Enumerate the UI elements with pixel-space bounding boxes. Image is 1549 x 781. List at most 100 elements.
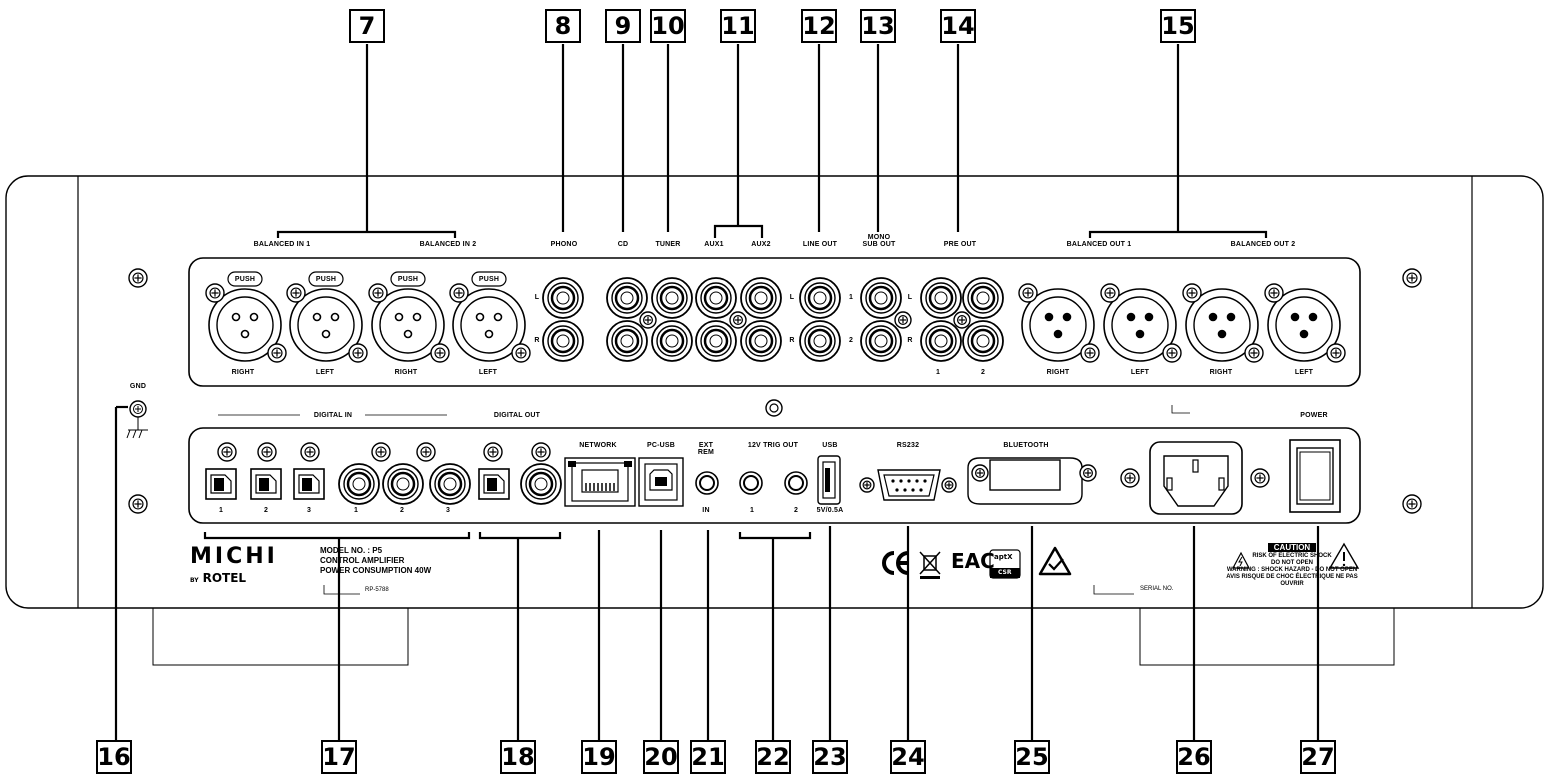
- label-balanced-in-2: BALANCED IN 2: [419, 241, 477, 248]
- xlr-in-2-right[interactable]: [368, 283, 450, 363]
- rca-channel-label: L: [907, 294, 913, 301]
- rca-aux2-top[interactable]: [740, 277, 782, 319]
- callout-8: 8: [545, 9, 581, 43]
- callout-10: 10: [650, 9, 686, 43]
- rca-channel-label: 1: [848, 294, 854, 301]
- xlr-out-1-left[interactable]: [1100, 283, 1182, 363]
- digital-in-number: 3: [445, 507, 451, 514]
- network-port[interactable]: [564, 457, 636, 507]
- callout-7: 7: [349, 9, 385, 43]
- connector-layer: [205, 271, 1346, 515]
- digital-in-number: 2: [263, 507, 269, 514]
- aptx-text: aptX: [994, 553, 1013, 561]
- panel-screw-icon: [894, 311, 912, 329]
- rp-mark: [323, 585, 360, 595]
- label-ext: EXT: [698, 442, 714, 449]
- label-trig-1: 1: [749, 507, 755, 514]
- screw-icon: [1080, 343, 1100, 363]
- xlr-in-1-left[interactable]: [286, 283, 368, 363]
- optical-in-1[interactable]: [205, 468, 237, 500]
- coax-in-3[interactable]: [429, 463, 471, 505]
- screw-icon: [1100, 283, 1120, 303]
- rca-aux1-bottom[interactable]: [695, 320, 737, 362]
- power-switch[interactable]: [1289, 439, 1341, 513]
- xlr-in-1-right[interactable]: [205, 283, 287, 363]
- digital-in-number: 1: [353, 507, 359, 514]
- rca-phono-bottom[interactable]: [542, 320, 584, 362]
- panel-screw-icon: [729, 311, 747, 329]
- callout-13: 13: [860, 9, 896, 43]
- callout-23: 23: [812, 740, 848, 774]
- optical-in-3[interactable]: [293, 468, 325, 500]
- rca-aux2-bottom[interactable]: [740, 320, 782, 362]
- model-power: POWER CONSUMPTION 40W: [320, 566, 432, 575]
- push-tab-label: PUSH: [397, 276, 419, 283]
- ext-rem-in-jack[interactable]: [695, 471, 719, 495]
- callout-20: 20: [643, 740, 679, 774]
- label-trig-2: 2: [793, 507, 799, 514]
- rca-phono-top[interactable]: [542, 277, 584, 319]
- coax-in-2[interactable]: [382, 463, 424, 505]
- screw-icon: [1182, 283, 1202, 303]
- chassis-screw-icon: [128, 494, 148, 514]
- rca-line-out-bottom[interactable]: [799, 320, 841, 362]
- screw-icon: [348, 343, 368, 363]
- shock-warning-icon: [1232, 551, 1250, 569]
- rca-aux1-top[interactable]: [695, 277, 737, 319]
- screw-icon: [1244, 343, 1264, 363]
- panel-screw-icon: [371, 442, 391, 462]
- label-balanced-out-2: BALANCED OUT 2: [1230, 241, 1296, 248]
- rca-tuner-bottom[interactable]: [651, 320, 693, 362]
- label-phono: PHONO: [550, 241, 578, 248]
- caution-warn2: AVIS RISQUE DE CHOC ÉLECTRIQUE NE PAS OU…: [1226, 574, 1358, 587]
- callout-26: 26: [1176, 740, 1212, 774]
- coax-in-1[interactable]: [338, 463, 380, 505]
- rca-cd-top[interactable]: [606, 277, 648, 319]
- optical-in-2[interactable]: [250, 468, 282, 500]
- rca-pre-out-2-top[interactable]: [962, 277, 1004, 319]
- rca-pre-out-2-bottom[interactable]: [962, 320, 1004, 362]
- xlr-channel-label: RIGHT: [1209, 369, 1233, 376]
- rca-cd-bottom[interactable]: [606, 320, 648, 362]
- usb-port[interactable]: [817, 455, 841, 505]
- label-balanced-out-1: BALANCED OUT 1: [1066, 241, 1132, 248]
- label-tuner: TUNER: [655, 241, 681, 248]
- rca-pre-out-1-top[interactable]: [920, 277, 962, 319]
- rca-pre-out-1-bottom[interactable]: [920, 320, 962, 362]
- panel-screw-icon: [416, 442, 436, 462]
- callout-24: 24: [890, 740, 926, 774]
- pc-usb-port[interactable]: [638, 457, 684, 507]
- trig-out-1-jack[interactable]: [739, 471, 763, 495]
- caution-head: CAUTION: [1267, 543, 1317, 552]
- callout-12: 12: [801, 9, 837, 43]
- rs232-port[interactable]: [859, 469, 957, 501]
- screw-icon: [449, 283, 469, 303]
- label-digital-in: DIGITAL IN: [313, 412, 353, 419]
- xlr-out-1-right[interactable]: [1018, 283, 1100, 363]
- weee-icon: [919, 551, 941, 579]
- callout-14: 14: [940, 9, 976, 43]
- callout-15: 15: [1160, 9, 1196, 43]
- brand-maker: ROTEL: [202, 571, 247, 585]
- xlr-out-2-right[interactable]: [1182, 283, 1264, 363]
- xlr-in-2-left[interactable]: [449, 283, 531, 363]
- rca-sub-out-bottom[interactable]: [860, 320, 902, 362]
- chassis-screw-icon: [1402, 268, 1422, 288]
- right-foot: [1139, 608, 1395, 666]
- optical-out[interactable]: [478, 468, 510, 500]
- trig-out-2-jack[interactable]: [784, 471, 808, 495]
- ground-terminal[interactable]: [126, 400, 148, 439]
- screw-icon: [430, 343, 450, 363]
- screw-icon: [859, 477, 875, 493]
- rca-sub-out-top[interactable]: [860, 277, 902, 319]
- panel-screw-icon: [217, 442, 237, 462]
- coax-out[interactable]: [520, 463, 562, 505]
- csr-text: CSR: [998, 569, 1012, 576]
- bluetooth-antenna-port[interactable]: [967, 457, 1097, 505]
- rca-tuner-top[interactable]: [651, 277, 693, 319]
- xlr-out-2-left[interactable]: [1264, 283, 1346, 363]
- power-inlet[interactable]: [1149, 441, 1243, 515]
- label-network: NETWORK: [579, 442, 617, 449]
- rca-line-out-top[interactable]: [799, 277, 841, 319]
- label-balanced-in-1: BALANCED IN 1: [253, 241, 311, 248]
